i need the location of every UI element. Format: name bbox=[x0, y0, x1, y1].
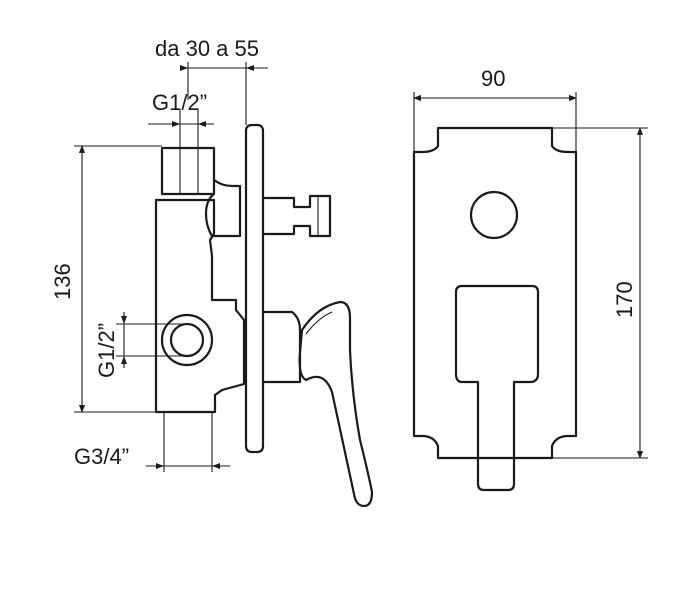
side-outlet-label: G1/2” bbox=[94, 323, 119, 378]
top-inlet-label: G1/2” bbox=[152, 90, 207, 115]
bottom-inlet-label: G3/4” bbox=[74, 444, 129, 469]
lever-front bbox=[454, 284, 540, 492]
front-view-cover-plate bbox=[412, 92, 648, 492]
lever-handle bbox=[298, 300, 374, 508]
plate-height-label: 170 bbox=[612, 281, 637, 318]
depth-range-label: da 30 a 55 bbox=[155, 36, 259, 61]
side-outlet-port bbox=[160, 313, 214, 367]
diverter-knob bbox=[261, 194, 332, 238]
diverter-hole bbox=[469, 190, 519, 240]
plate-width-label: 90 bbox=[481, 66, 505, 91]
upper-neck bbox=[204, 178, 242, 238]
body-height-label: 136 bbox=[50, 263, 75, 300]
wall-plate-side bbox=[244, 123, 265, 454]
top-inlet-fitting bbox=[160, 146, 216, 196]
cover-plate bbox=[412, 126, 578, 460]
lever-base bbox=[261, 310, 302, 384]
side-view-mixer bbox=[74, 62, 374, 508]
valve-body bbox=[154, 198, 246, 414]
